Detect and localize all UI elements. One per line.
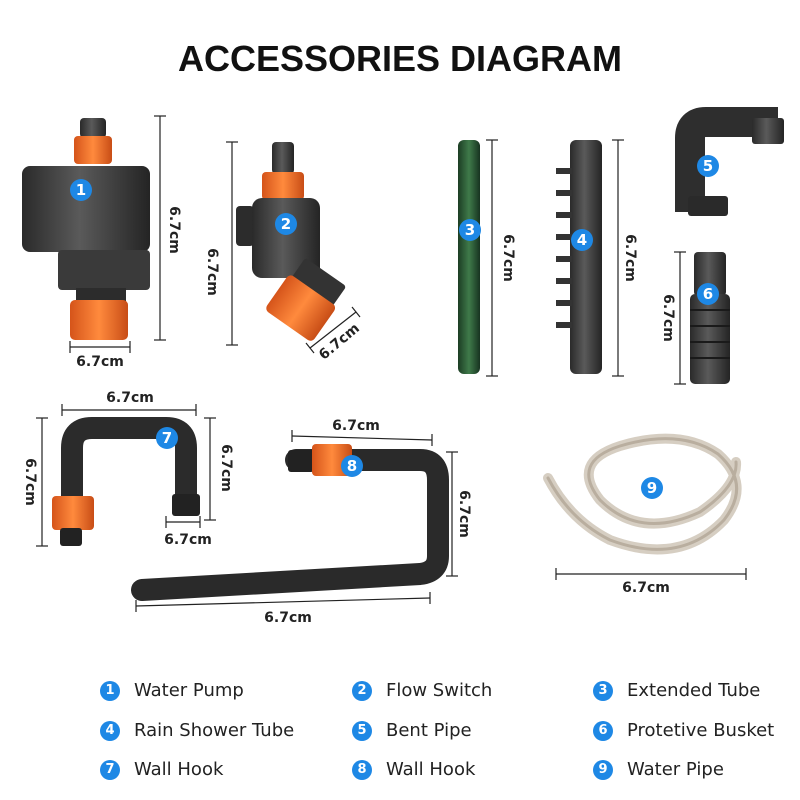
dim-label: 6.7cm: [500, 234, 516, 282]
dim-label: 6.7cm: [264, 610, 312, 626]
dim-label: 6.7cm: [164, 532, 212, 548]
badge-6: 6: [697, 283, 719, 305]
svg-text:3: 3: [465, 221, 475, 239]
badge-2: 2: [275, 213, 297, 235]
dim-label: 6.7cm: [166, 206, 182, 254]
dim-label: 6.7cm: [332, 418, 380, 434]
legend-item: 3 Extended Tube: [593, 680, 760, 701]
water-pipe-image: [543, 433, 742, 555]
extended-tube-image: [458, 140, 480, 374]
legend-number: 7: [100, 759, 120, 780]
wall-hook-7-image: [52, 417, 200, 546]
legend-label: Protetive Busket: [627, 720, 775, 741]
legend-number: 8: [352, 759, 372, 780]
legend-label: Wall Hook: [386, 759, 476, 780]
legend-label: Water Pipe: [627, 759, 724, 780]
legend-number: 9: [593, 759, 613, 780]
svg-text:7: 7: [162, 429, 172, 447]
badge-9: 9: [641, 477, 663, 499]
badge-5: 5: [697, 155, 719, 177]
legend-item: 5 Bent Pipe: [352, 720, 472, 741]
dim-label: 6.7cm: [316, 320, 363, 363]
legend-item: 7 Wall Hook: [100, 759, 223, 780]
legend-number: 5: [352, 720, 372, 741]
water-pump-image: [22, 118, 150, 340]
legend-label: Rain Shower Tube: [134, 720, 295, 741]
svg-text:8: 8: [347, 457, 357, 475]
badge-7: 7: [156, 427, 178, 449]
bent-pipe-image: [675, 107, 784, 216]
dim-label: 6.7cm: [218, 444, 234, 492]
dim-label: 6.7cm: [660, 294, 676, 342]
svg-text:9: 9: [647, 479, 657, 497]
legend-number: 3: [593, 680, 613, 701]
legend-item: 2 Flow Switch: [352, 680, 492, 701]
dim-label: 6.7cm: [22, 458, 38, 506]
svg-text:1: 1: [76, 181, 86, 199]
badge-3: 3: [459, 219, 481, 241]
legend-label: Bent Pipe: [386, 720, 472, 741]
svg-text:2: 2: [281, 215, 291, 233]
dim-label: 6.7cm: [76, 354, 124, 370]
svg-text:4: 4: [577, 231, 587, 249]
legend-item: 9 Water Pipe: [593, 759, 724, 780]
legend-label: Extended Tube: [627, 680, 761, 701]
dim-label: 6.7cm: [106, 390, 154, 406]
legend-label: Wall Hook: [134, 759, 224, 780]
dim-label: 6.7cm: [622, 234, 638, 282]
legend-label: Water Pump: [134, 680, 244, 701]
badge-4: 4: [571, 229, 593, 251]
svg-text:6: 6: [703, 285, 713, 303]
legend-item: 1 Water Pump: [100, 680, 244, 701]
dimension-lines: [36, 115, 747, 612]
legend-number: 2: [352, 680, 372, 701]
legend-item: 6 Protetive Busket: [593, 720, 774, 741]
flow-switch-image: [236, 142, 346, 341]
part-badges: 1 2 3 4 5 6 7 8 9: [70, 155, 719, 499]
legend-number: 1: [100, 680, 120, 701]
dim-label: 6.7cm: [622, 580, 670, 596]
rain-shower-tube-image: [556, 140, 602, 374]
svg-text:5: 5: [703, 157, 713, 175]
legend-number: 4: [100, 720, 120, 741]
diagram-title: ACCESSORIES DIAGRAM: [177, 38, 623, 79]
legend-item: 4 Rain Shower Tube: [100, 720, 294, 741]
legend-number: 6: [593, 720, 613, 741]
dim-label: 6.7cm: [456, 490, 472, 538]
legend-item: 8 Wall Hook: [352, 759, 475, 780]
badge-1: 1: [70, 179, 92, 201]
legend-label: Flow Switch: [386, 680, 493, 701]
dim-label: 6.7cm: [204, 248, 220, 296]
protective-basket-image: [690, 252, 730, 384]
badge-8: 8: [341, 455, 363, 477]
